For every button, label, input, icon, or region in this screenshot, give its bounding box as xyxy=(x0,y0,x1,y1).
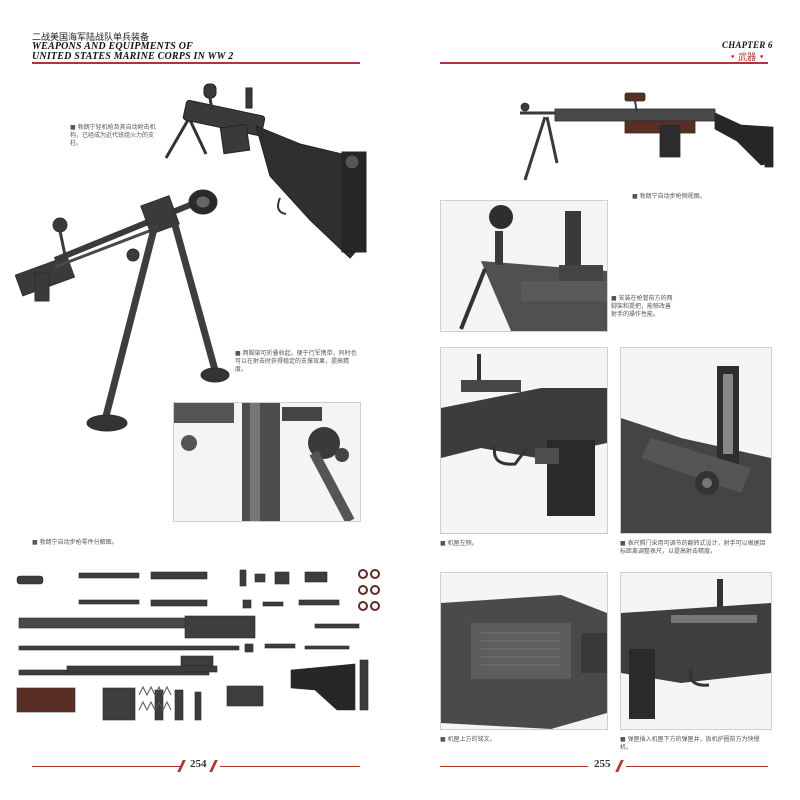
caption-magazine: ■ 弹匣插入机匣下方的弹匣井，扳机护圈前方为快慢机。 xyxy=(620,736,760,751)
header-english-line2: UNITED STATES MARINE CORPS IN WW 2 xyxy=(32,51,234,62)
right-page: CHAPTER 6 • 武器 • ■ 勃朗宁自动步枪侧视图。 xyxy=(400,0,800,800)
rifle-side-photo xyxy=(515,85,775,185)
bipod-closeup-photo xyxy=(173,402,361,522)
rear-sight-closeup-photo xyxy=(620,347,772,534)
footer-line-right xyxy=(220,766,360,767)
page-number-left: 254 xyxy=(190,758,207,770)
caption-top: ■ 勃朗宁自动步枪侧视图。 xyxy=(632,193,706,200)
header-rule xyxy=(32,62,360,64)
receiver-photo xyxy=(440,347,608,534)
caption-sight-left: ■ 安装在枪管前方的两脚架和提把，能够改善射手的操作性能。 xyxy=(611,295,673,318)
parts-exploded-photo xyxy=(15,560,383,730)
footer-tick xyxy=(615,760,624,772)
caption-markings: ■ 机匣上方的铭文。 xyxy=(440,736,496,743)
header-english-line1: WEAPONS AND EQUIPMENTS OF xyxy=(32,41,194,52)
caption-parts: ■ 勃朗宁自动步枪零件分解图。 xyxy=(32,539,118,546)
footer-line-right xyxy=(626,766,768,767)
receiver-markings-photo xyxy=(440,572,608,730)
chapter-label: CHAPTER 6 xyxy=(722,40,773,50)
caption-middle: ■ 两脚架可折叠收起，便于行军携带，同时也可以在射击时获得稳定的支撑效果，提高精… xyxy=(235,350,357,373)
footer-line-left xyxy=(440,766,588,767)
rifle-bipod-photo xyxy=(14,185,245,440)
footer-line-left xyxy=(32,766,182,767)
caption-top: ■ 勃朗宁轻机枪及其自动射击机构，已经成为近代班组火力的支柱。 xyxy=(70,124,156,147)
chapter-chinese: • 武器 • xyxy=(730,53,765,63)
page-number-right: 255 xyxy=(594,758,611,770)
rear-sight-photo xyxy=(440,200,608,332)
footer-tick xyxy=(209,760,218,772)
header-rule xyxy=(440,62,768,64)
left-page: 二战美国海军陆战队单兵装备 WEAPONS AND EQUIPMENTS OF … xyxy=(14,33,383,772)
rifle-stock-photo xyxy=(160,80,375,260)
magazine-photo xyxy=(620,572,772,730)
header-chinese-title: 二战美国海军陆战队单兵装备 xyxy=(32,33,150,43)
caption-sight-right: ■ 表尺照门采用可调节的翻转式设计，射手可以根据目标距离调整表尺，以提高射击精度… xyxy=(620,540,766,555)
caption-receiver: ■ 机匣左侧。 xyxy=(440,540,478,547)
